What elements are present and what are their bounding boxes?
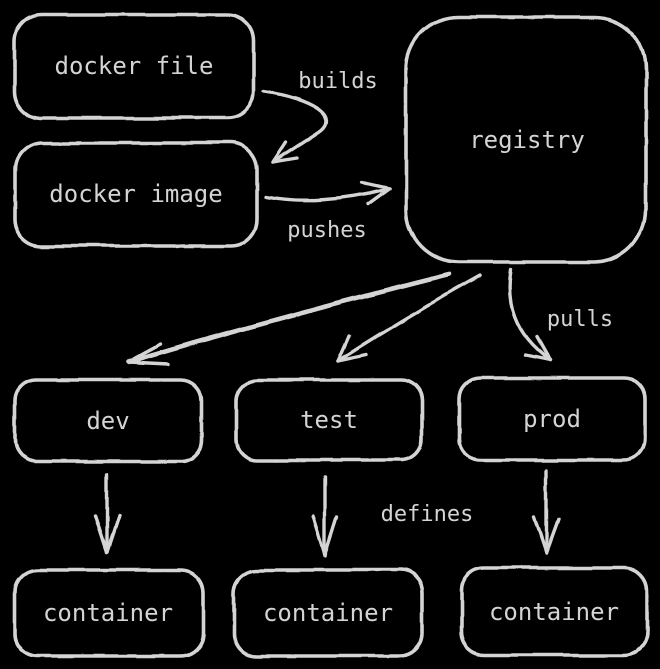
arrow-builds bbox=[262, 89, 329, 164]
registry-label: registry bbox=[469, 126, 585, 154]
edge-label-pulls: pulls bbox=[547, 307, 613, 332]
container-dev-label: container bbox=[43, 599, 173, 627]
prod-label: prod bbox=[523, 405, 581, 433]
arrow-test-container bbox=[311, 475, 339, 558]
docker-file-box bbox=[13, 13, 256, 120]
arrow-dev-container bbox=[93, 472, 121, 554]
container-prod-label: container bbox=[489, 598, 619, 626]
arrow-pulls bbox=[507, 267, 552, 362]
dev-box bbox=[13, 378, 204, 463]
edge-label-defines: defines bbox=[381, 502, 474, 527]
dev-label: dev bbox=[86, 407, 129, 435]
container-test-label: container bbox=[263, 599, 393, 627]
prod-box bbox=[457, 376, 647, 462]
container-test-box bbox=[232, 568, 425, 658]
arrow-prod-container bbox=[532, 468, 560, 555]
docker-image-label: docker image bbox=[49, 180, 222, 208]
docker-image-box bbox=[13, 141, 259, 248]
edge-label-builds: builds bbox=[298, 69, 377, 94]
arrow-registry-dev bbox=[124, 271, 452, 366]
test-box bbox=[234, 378, 424, 462]
arrow-pushes bbox=[264, 181, 391, 207]
docker-file-label: docker file bbox=[55, 52, 214, 80]
arrow-registry-test bbox=[336, 274, 482, 363]
edge-label-pushes: pushes bbox=[287, 218, 366, 243]
container-prod-box bbox=[459, 566, 649, 657]
container-dev-box bbox=[12, 568, 205, 658]
registry-box bbox=[404, 15, 648, 264]
test-label: test bbox=[300, 406, 358, 434]
